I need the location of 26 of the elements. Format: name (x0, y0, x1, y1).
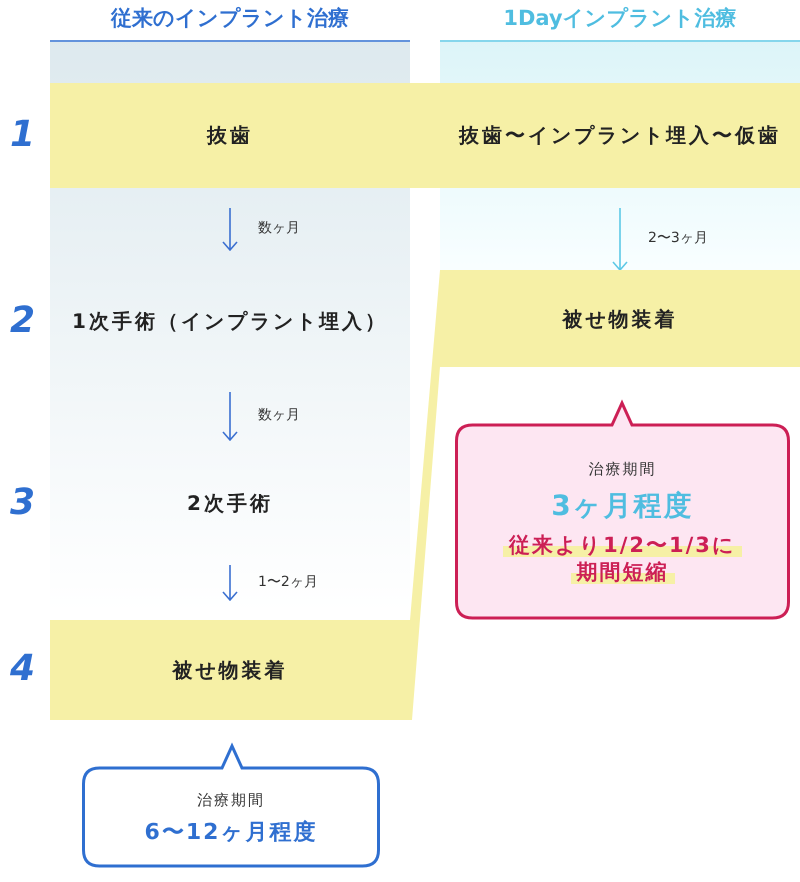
column-heading: 1Dayインプラント治療 (502, 5, 738, 32)
edge-label: 数ヶ月 (258, 406, 300, 424)
speech-bubble (82, 745, 380, 868)
bubble-text: 3ヶ月程度 (551, 488, 694, 524)
bubble-heading: 治療期間 (588, 460, 656, 480)
bubble-heading: 治療期間 (197, 791, 265, 810)
step-number: 2 (10, 300, 36, 341)
column-heading: 従来のインプラント治療 (110, 5, 350, 32)
bubble-text: 6〜12ヶ月程度 (144, 818, 318, 846)
step-text: 被せ物装着 (562, 306, 678, 332)
step-number: 3 (10, 482, 36, 523)
step-number: 4 (10, 648, 36, 689)
step-number: 1 (10, 114, 36, 155)
step-text: 2次手術 (187, 490, 273, 516)
speech-bubble (455, 402, 790, 620)
step-text: 被せ物装着 (172, 657, 288, 684)
edge-label: 2〜3ヶ月 (648, 229, 708, 247)
arrow (222, 392, 238, 441)
step-text: 抜歯〜インプラント埋入〜仮歯 (459, 122, 781, 149)
edge-label: 数ヶ月 (258, 219, 300, 237)
edge-label: 1〜2ヶ月 (258, 572, 318, 590)
arrow (222, 565, 238, 601)
arrow (222, 208, 238, 251)
step-text: 1次手術（インプラント埋入） (72, 308, 388, 335)
arrow (612, 208, 628, 271)
step-text: 抜歯 (207, 122, 253, 149)
